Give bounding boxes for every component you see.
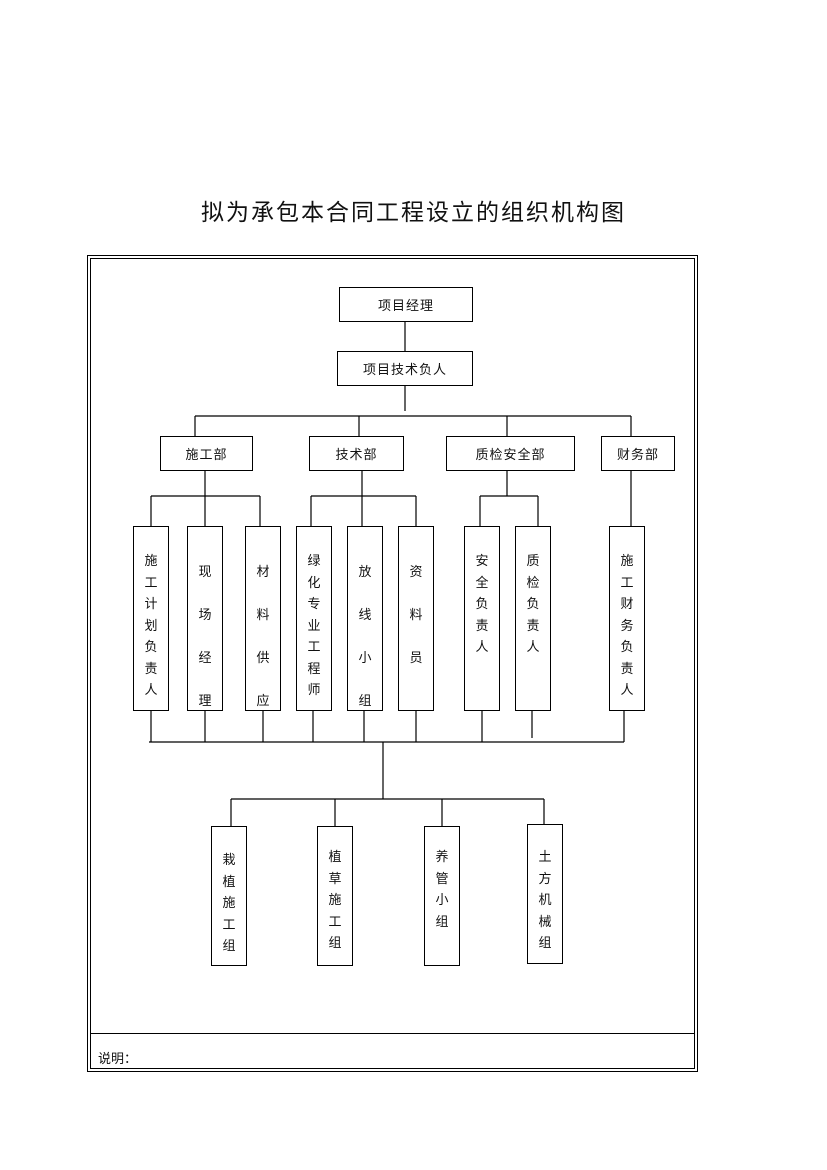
note-row: 说明：: [90, 1033, 695, 1070]
department-construction: 施工部: [160, 436, 253, 471]
role-label: 资料员: [409, 565, 423, 666]
team-label: 栽植施工组: [222, 853, 236, 954]
team-label: 养管小组: [435, 850, 449, 930]
role-label: 安全负责人: [475, 554, 489, 655]
role-construction-plan: 施工计划负责人: [133, 526, 169, 711]
role-documentation: 资料员: [398, 526, 434, 711]
department-technical: 技术部: [309, 436, 404, 471]
role-label: 材料供应: [256, 565, 270, 709]
role-finance: 施工财务负责人: [609, 526, 645, 711]
department-quality-safety: 质检安全部: [446, 436, 575, 471]
team-maintenance: 养管小组: [424, 826, 460, 966]
role-layout-team: 放线小组: [347, 526, 383, 711]
role-label: 放线小组: [358, 565, 372, 709]
manager-box: 项目经理: [339, 287, 473, 322]
role-safety: 安全负责人: [464, 526, 500, 711]
role-label: 施工财务负责人: [620, 554, 634, 698]
department-finance: 财务部: [601, 436, 675, 471]
team-earthwork: 土方机械组: [527, 824, 563, 964]
role-material-supply: 材料供应: [245, 526, 281, 711]
team-label: 土方机械组: [538, 850, 552, 951]
role-label: 绿化专业工程师: [307, 554, 321, 698]
team-planting: 栽植施工组: [211, 826, 247, 966]
role-label: 现场经理: [198, 565, 212, 709]
role-quality: 质检负责人: [515, 526, 551, 711]
page-title: 拟为承包本合同工程设立的组织机构图: [201, 200, 626, 226]
team-grass: 植草施工组: [317, 826, 353, 966]
role-label: 施工计划负责人: [144, 554, 158, 698]
tech-lead-box: 项目技术负人: [337, 351, 473, 386]
team-label: 植草施工组: [328, 850, 342, 951]
role-greening-engineer: 绿化专业工程师: [296, 526, 332, 711]
role-site-manager: 现场经理: [187, 526, 223, 711]
note-label: 说明：: [98, 1052, 138, 1067]
chart-frame: [87, 255, 698, 1072]
role-label: 质检负责人: [526, 554, 540, 655]
